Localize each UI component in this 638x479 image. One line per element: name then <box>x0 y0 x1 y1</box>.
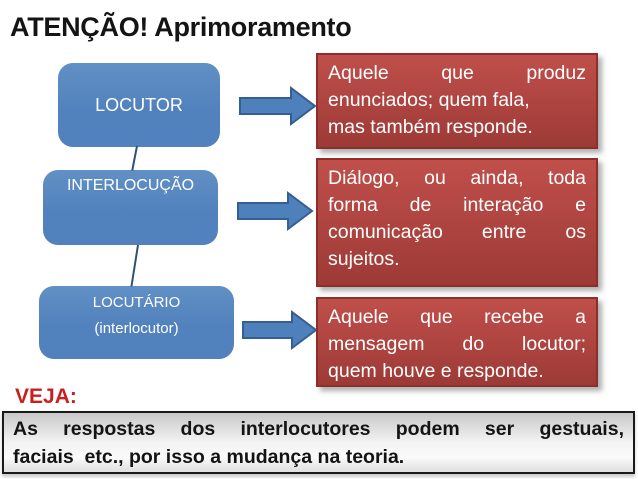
right-arrow-icon <box>239 86 317 126</box>
veja-label: VEJA: <box>15 385 77 408</box>
description-box-locutor: Aquele que produz enunciados; quem fala,… <box>316 53 598 149</box>
right-arrow-icon <box>237 191 314 231</box>
description-line: mas também responde. <box>328 116 533 138</box>
description-line: Aquele que produz <box>328 62 586 84</box>
note-box: As respostas dos interlocutores podem se… <box>2 411 635 474</box>
description-box-interlocucao: Diálogo, ou ainda, toda forma de interaç… <box>316 158 598 287</box>
description-line: quem houve e responde. <box>328 360 544 382</box>
flow-node-sublabel: (interlocutor) <box>94 320 179 337</box>
description-line: comunicação entre os <box>328 221 586 243</box>
flow-node-locutor: LOCUTOR <box>58 63 220 147</box>
connector-line <box>131 145 138 171</box>
note-line: faciais etc., por isso a mudança na teor… <box>13 446 405 468</box>
right-arrow-icon <box>242 310 318 350</box>
description-box-locutario: Aquele que recebe a mensagem do locutor;… <box>316 297 598 387</box>
flow-node-label: LOCUTOR <box>95 94 183 115</box>
page-title: ATENÇÃO! Aprimoramento <box>10 12 352 42</box>
description-line: Diálogo, ou ainda, toda <box>328 167 586 189</box>
flow-node-interlocucao: INTERLOCUÇÃO <box>43 170 218 245</box>
connector-line <box>130 244 139 287</box>
flow-node-locutario: LOCUTÁRIO (interlocutor) <box>39 286 234 359</box>
description-line: Aquele que recebe a <box>328 306 586 328</box>
flow-node-label: LOCUTÁRIO <box>92 294 181 311</box>
description-line: mensagem do locutor; <box>328 333 586 355</box>
description-line: forma de interação e <box>328 194 586 216</box>
note-line: As respostas dos interlocutores podem se… <box>13 418 624 440</box>
description-line: enunciados; quem fala, <box>328 89 530 111</box>
description-line: sujeitos. <box>328 248 400 270</box>
flow-node-label: INTERLOCUÇÃO <box>66 177 195 194</box>
